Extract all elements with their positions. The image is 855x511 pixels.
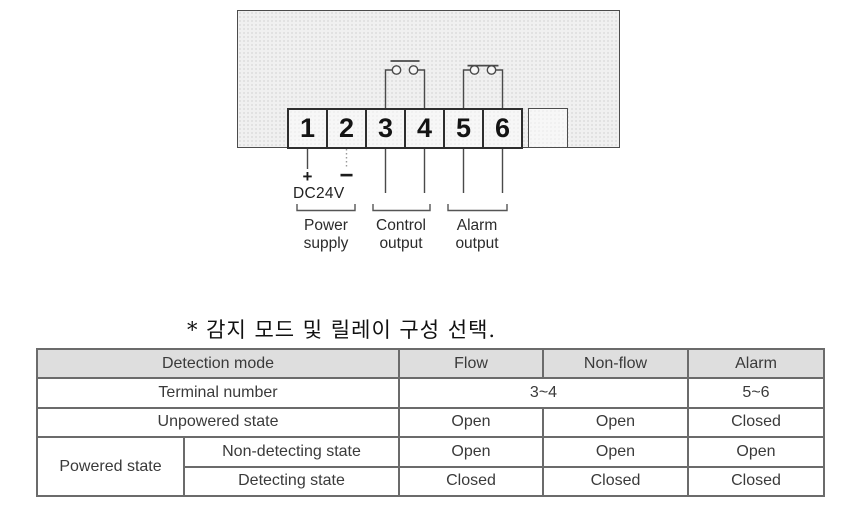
non-detecting-state-row: Powered state Non-detecting state Open O… [36,436,825,497]
powered-state-label: Powered state [36,436,185,497]
terminal-6: 6 [482,108,523,149]
alarm-output-label-line2: output [455,234,499,252]
terminal-2: 2 [326,108,367,149]
control-output-label-line1: Control [376,217,426,234]
wiring-diagram [296,60,557,212]
minus-polarity-label: − [339,162,354,189]
control-output-label-line2: output [379,234,423,252]
ground-terminal [528,108,568,148]
header-flow: Flow [398,347,544,380]
power-supply-label-line1: Power [304,217,348,234]
terminal-number-row: Terminal number 3~4 5~6 [36,377,825,409]
alarm-output-label: Alarm output [417,217,537,252]
supply-voltage-label: DC24V [293,185,345,202]
header-alarm: Alarm [687,347,825,380]
unpowered-state-label: Unpowered state [36,406,400,439]
terminal-leads [306,149,504,193]
terminal-1: 1 [287,108,328,149]
detecting-alarm-value: Closed [687,465,825,497]
plus-polarity-label: + [302,167,313,186]
power-supply-label: Power supply [266,217,386,252]
relay-contact-closed-icon [462,64,504,108]
non-detecting-alarm-value: Open [687,436,825,468]
unpowered-nonflow-value: Open [542,406,689,439]
terminal-5: 5 [443,108,484,149]
unpowered-alarm-value: Closed [687,406,825,439]
non-detecting-nonflow-value: Open [542,436,689,468]
non-detecting-state-label: Non-detecting state [183,436,400,468]
terminal-number-label: Terminal number [36,377,400,409]
relay-config-table: Detection mode Flow Non-flow Alarm Termi… [36,347,825,497]
header-non-flow: Non-flow [542,347,689,380]
korean-note: * 감지 모드 및 릴레이 구성 선택. [187,318,497,342]
relay-contact-open-icon [384,60,426,108]
header-detection-mode: Detection mode [36,347,400,380]
unpowered-state-row: Unpowered state Open Open Closed [36,406,825,439]
terminal-strip: 1 2 3 4 5 6 [287,108,523,149]
power-supply-label-line2: supply [303,234,349,252]
terminal-number-alarm: 5~6 [687,377,825,409]
detecting-flow-value: Closed [398,465,544,497]
detecting-state-label: Detecting state [183,465,400,497]
group-brackets [296,204,508,212]
unpowered-flow-value: Open [398,406,544,439]
control-output-label: Control output [341,217,461,252]
terminal-3: 3 [365,108,406,149]
terminal-4: 4 [404,108,445,149]
detecting-nonflow-value: Closed [542,465,689,497]
detecting-state-row: Detecting state Closed Closed Closed [37,465,825,497]
terminal-number-flow-nonflow: 3~4 [398,377,689,409]
alarm-output-label-line1: Alarm [456,217,498,234]
non-detecting-flow-value: Open [398,436,544,468]
table-header-row: Detection mode Flow Non-flow Alarm [36,347,825,380]
